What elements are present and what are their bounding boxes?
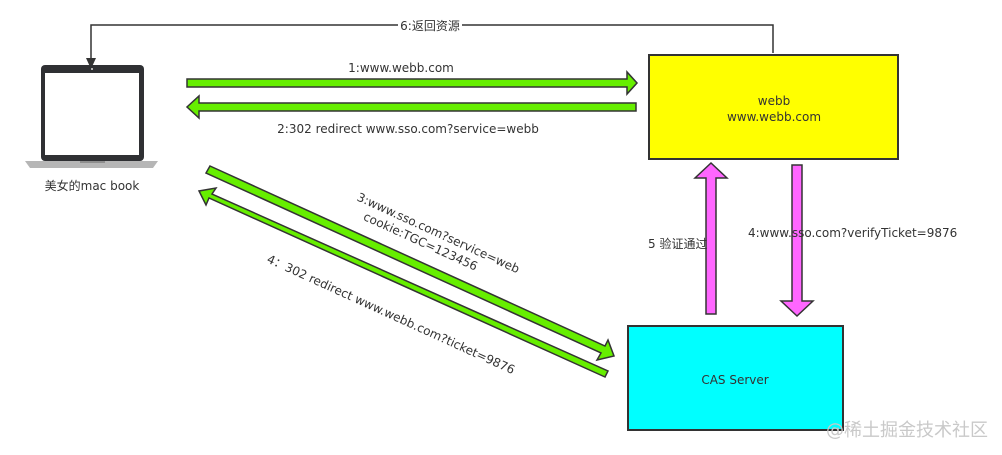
edge-1-label: 1:www.webb.com bbox=[348, 61, 454, 75]
edge-2-redirect: 2:302 redirect www.sso.com?service=webb bbox=[185, 94, 637, 136]
edge-4b-label: 4:www.sso.com?verifyTicket=9876 bbox=[748, 226, 957, 240]
arrow-down-icon bbox=[779, 164, 815, 318]
cas-label: CAS Server bbox=[701, 373, 768, 387]
edge-4b-verify-ticket: 4:www.sso.com?verifyTicket=9876 bbox=[748, 164, 957, 318]
webb-server-node[interactable]: webb www.webb.com bbox=[648, 54, 899, 160]
webb-name: webb bbox=[758, 94, 790, 108]
edge-6-label-bg bbox=[398, 18, 462, 32]
client-label: 美女的mac book bbox=[45, 178, 140, 193]
arrow-left-icon bbox=[185, 94, 637, 120]
edge-3-label-line1: 3:www.sso.com?service=web bbox=[355, 190, 522, 276]
edge-1-request: 1:www.webb.com bbox=[186, 61, 639, 96]
arrow-diagonal-up-icon bbox=[197, 186, 610, 378]
edge-6-label: 6:返回资源 bbox=[400, 19, 460, 33]
arrowhead-down-icon bbox=[86, 58, 96, 69]
arrow-right-icon bbox=[186, 70, 639, 96]
edge-2-label: 2:302 redirect www.sso.com?service=webb bbox=[277, 122, 539, 136]
edge-5-verified: 5 验证通过 bbox=[648, 161, 729, 315]
watermark: @稀土掘金技术社区 bbox=[826, 420, 988, 441]
arrow-diagonal-down-icon bbox=[204, 165, 616, 362]
arrow-up-icon bbox=[693, 161, 729, 315]
edge-5-label: 5 验证通过 bbox=[648, 236, 707, 251]
cas-server-node[interactable]: CAS Server bbox=[627, 325, 844, 431]
laptop-icon bbox=[25, 65, 158, 168]
webb-url: www.webb.com bbox=[727, 110, 821, 124]
cas-box bbox=[627, 325, 844, 431]
webb-box bbox=[648, 54, 899, 160]
client-laptop[interactable]: 美女的mac book bbox=[25, 65, 158, 193]
edge-6-return-resource: 6:返回资源 bbox=[86, 18, 774, 69]
